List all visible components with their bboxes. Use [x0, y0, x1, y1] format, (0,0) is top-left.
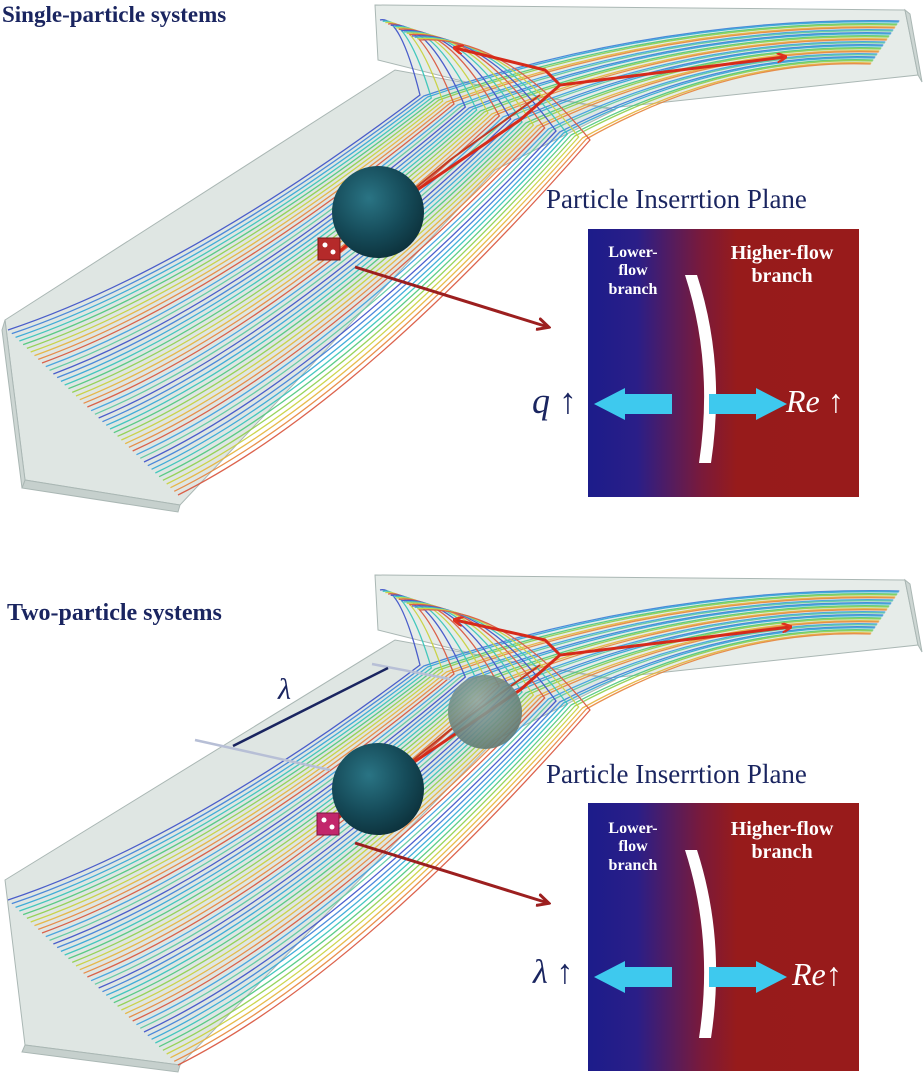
streamline	[15, 21, 899, 338]
streamline	[151, 627, 875, 1040]
streamline	[30, 591, 444, 923]
streamline	[79, 38, 888, 401]
streamline	[105, 45, 883, 426]
streamline	[26, 24, 897, 349]
insertion-plane	[588, 229, 859, 497]
streamline	[45, 29, 894, 368]
streamline	[11, 20, 900, 335]
streamline	[155, 606, 569, 1044]
streamline	[22, 23, 898, 346]
separatrix-curve	[685, 850, 717, 1038]
streamline	[56, 602, 892, 949]
particle	[332, 166, 424, 258]
streamline	[22, 593, 898, 916]
streamline	[143, 35, 557, 463]
spacing-label: λ	[278, 673, 291, 706]
streamline	[147, 626, 876, 1037]
streamline	[19, 20, 433, 342]
streamline	[26, 594, 897, 919]
streamline	[71, 36, 889, 393]
streamline	[117, 48, 881, 437]
streamline	[94, 42, 885, 415]
streamline	[15, 591, 899, 908]
streamline	[38, 27, 895, 360]
streamline	[158, 59, 874, 478]
plane-title: Particle Inserrtion Plane	[546, 184, 807, 214]
streamline	[177, 609, 591, 1066]
streamline	[49, 30, 893, 371]
streamline	[98, 29, 512, 419]
streamlines	[7, 19, 900, 496]
streamline	[38, 597, 895, 930]
right-cyan-arrow	[709, 388, 787, 420]
two-particle-panel	[4, 574, 923, 1073]
right-variable: Re ↑	[786, 383, 844, 419]
section-title-single: Single-particle systems	[2, 2, 227, 27]
streamline	[56, 32, 892, 379]
left-variable: λ ↑	[533, 954, 574, 991]
streamline	[7, 19, 421, 331]
streamline	[124, 50, 880, 445]
trailing-particle	[332, 743, 424, 835]
left-variable: q ↑	[532, 381, 577, 421]
insertion-marker	[317, 237, 341, 261]
streamline	[132, 603, 546, 1022]
streamline	[173, 633, 871, 1062]
separatrix-curve	[685, 275, 717, 463]
section-title-two: Two-particle systems	[7, 600, 222, 626]
streamline	[170, 62, 872, 489]
streamline	[162, 630, 873, 1051]
streamline	[68, 35, 890, 390]
streamline	[139, 624, 877, 1029]
streamline	[113, 47, 882, 434]
right-variable: Re↑	[792, 956, 842, 992]
streamline	[11, 590, 900, 905]
streamline	[19, 590, 433, 912]
streamline	[49, 600, 893, 941]
streamline	[177, 39, 591, 496]
pointer-arrow	[354, 265, 548, 327]
insertion-marker	[316, 812, 340, 836]
left-cyan-arrow	[594, 961, 672, 993]
streamline	[151, 57, 875, 470]
streamline	[34, 26, 896, 357]
streamline	[158, 629, 874, 1048]
streamline	[60, 33, 891, 382]
plane-title: Particle Inserrtion Plane	[546, 759, 807, 789]
pointer-arrow	[354, 841, 548, 903]
single-particle-panel	[1, 4, 923, 513]
streamline	[132, 33, 546, 452]
leading-particle	[448, 675, 522, 749]
streamline	[83, 39, 887, 404]
streamline	[166, 37, 580, 485]
streamline	[170, 632, 872, 1059]
streamline	[7, 589, 421, 901]
streamline	[173, 63, 871, 492]
streamline	[143, 605, 557, 1033]
right-cyan-arrow	[709, 961, 787, 993]
streamline	[98, 599, 512, 989]
streamline	[162, 60, 873, 481]
streamline	[30, 21, 444, 353]
streamline	[45, 599, 894, 938]
spacing-indicator	[194, 662, 451, 772]
insertion-plane	[588, 803, 859, 1071]
streamline	[139, 54, 877, 459]
streamline	[147, 56, 876, 467]
left-cyan-arrow	[594, 388, 672, 420]
streamline	[166, 607, 580, 1055]
streamline	[90, 41, 886, 412]
streamline	[34, 596, 896, 927]
